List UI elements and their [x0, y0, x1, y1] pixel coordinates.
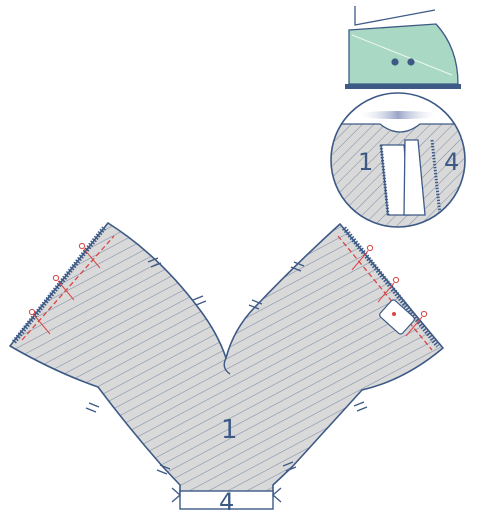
steam-mark — [356, 111, 440, 119]
detail-label-right: 4 — [444, 148, 459, 176]
magnifier-circle: 1 4 — [320, 93, 480, 240]
iron-icon — [345, 6, 461, 89]
piece-label-main: 1 — [221, 415, 238, 445]
detail-label-left: 1 — [358, 148, 373, 176]
pants-front-piece — [10, 223, 443, 509]
piece-label-hem: 4 — [219, 488, 234, 515]
